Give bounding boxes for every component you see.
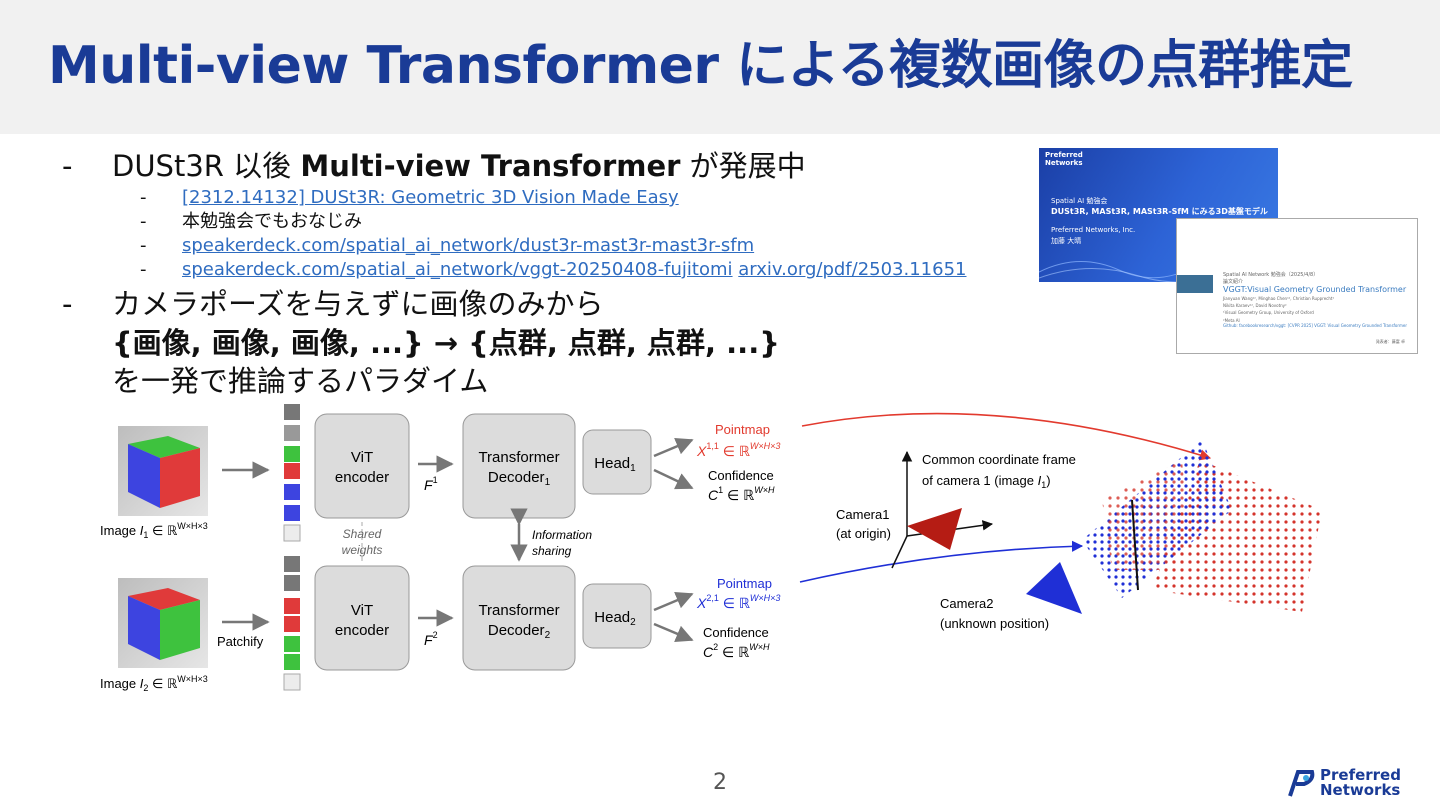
patch-tokens-1 bbox=[284, 404, 300, 541]
vit-encoder-2-label-a: ViT bbox=[351, 602, 373, 619]
decoder-1-label-a: Transformer bbox=[478, 449, 559, 466]
bullet-1: - DUSt3R 以後 Multi-view Transformer が発展中 bbox=[62, 146, 1022, 186]
vit-encoder-2-label-b: encoder bbox=[335, 622, 389, 639]
thumb2-line7: Github: facebookresearch/vggt: [CVPR 202… bbox=[1223, 323, 1407, 328]
dust3r-paper-link[interactable]: [2312.14132] DUSt3R: Geometric 3D Vision… bbox=[182, 187, 679, 208]
camera-2-frustum bbox=[1026, 562, 1082, 614]
camera-1-label-b: (at origin) bbox=[836, 526, 891, 541]
camera-2-label-b: (unknown position) bbox=[940, 616, 1049, 631]
image-1-cube bbox=[118, 426, 208, 516]
speakerdeck-vggt-link[interactable]: speakerdeck.com/spatial_ai_network/vggt-… bbox=[182, 259, 733, 280]
patch-tokens-2 bbox=[284, 556, 300, 690]
sub-bullet-dash: - bbox=[140, 234, 147, 258]
sub-bullet-4: - speakerdeck.com/spatial_ai_network/vggt… bbox=[62, 258, 1022, 282]
arrow-pointmap-2 bbox=[654, 594, 692, 610]
thumb2-line5: ¹Visual Geometry Group, University of Ox… bbox=[1223, 310, 1314, 315]
vit-encoder-1-label-a: ViT bbox=[351, 449, 373, 466]
image-2-cube bbox=[118, 578, 208, 668]
image-2-label: Image I2 ∈ ℝW×H×3 bbox=[100, 674, 208, 693]
thumb2-presenter: 発表者：藤富 卓 bbox=[1376, 339, 1405, 345]
confidence-1-label: Confidence bbox=[708, 468, 774, 483]
common-frame-label-a: Common coordinate frame bbox=[922, 452, 1076, 467]
confidence-2-formula: C2 ∈ ℝW×H bbox=[703, 642, 770, 660]
vggt-slide-thumbnail[interactable]: Spatial AI Network 勉強会（2025/4/8） 論文紹介 VG… bbox=[1176, 218, 1418, 354]
bullet-2-line2: {画像, 画像, 画像, ...} → {点群, 点群, 点群, ...} bbox=[62, 324, 1022, 362]
sub-bullet-dash: - bbox=[140, 186, 147, 210]
thumb2-line2: 論文紹介 bbox=[1223, 278, 1243, 285]
camera-1-frustum bbox=[907, 508, 962, 550]
info-sharing-label-b: sharing bbox=[532, 544, 572, 558]
pointmap-1-formula: X1,1 ∈ ℝW×H×3 bbox=[696, 441, 780, 459]
pfn-logo-text: Preferred Networks bbox=[1320, 768, 1401, 798]
thumb1-line1: Spatial AI 勉強会 bbox=[1051, 196, 1107, 206]
camera-2-label-a: Camera2 bbox=[940, 596, 993, 611]
head-2-label: Head2 bbox=[594, 609, 636, 628]
thumb1-line2: DUSt3R, MASt3R, MASt3R-SfM にみる3D基盤モデル bbox=[1051, 206, 1268, 217]
bullet-2: - カメラポーズを与えずに画像のみから bbox=[62, 284, 1022, 324]
pointmap-2-formula: X2,1 ∈ ℝW×H×3 bbox=[696, 593, 780, 611]
vit-encoder-1-label-b: encoder bbox=[335, 469, 389, 486]
image-1-label: Image I1 ∈ ℝW×H×3 bbox=[100, 521, 208, 540]
sub-bullet-1: - [2312.14132] DUSt3R: Geometric 3D Visio… bbox=[62, 186, 1022, 210]
bullet-2-line3: を一発で推論するパラダイム bbox=[62, 362, 1022, 400]
common-frame-label-b: of camera 1 (image I1) bbox=[922, 473, 1051, 490]
bullet-dash: - bbox=[62, 284, 72, 324]
thumb2-line4: Nikita Karaev¹², David Novotny² bbox=[1223, 303, 1287, 308]
camera-1-label-a: Camera1 bbox=[836, 507, 889, 522]
bullet-dash: - bbox=[62, 146, 72, 186]
decoder-1-label-b: Decoder1 bbox=[488, 469, 551, 488]
shared-label-a: Shared bbox=[343, 527, 382, 541]
page-title: Multi-view Transformer による複数画像の点群推定 bbox=[48, 28, 1353, 104]
decoder-2-label-a: Transformer bbox=[478, 602, 559, 619]
speakerdeck-dust3r-link[interactable]: speakerdeck.com/spatial_ai_network/dust3… bbox=[182, 235, 754, 256]
thumb-logo: Preferred Networks bbox=[1045, 151, 1083, 167]
pfn-logo-icon bbox=[1286, 766, 1316, 798]
bullet-1-suffix: が発展中 bbox=[680, 149, 805, 183]
preferred-networks-logo: Preferred Networks bbox=[1286, 766, 1426, 802]
sub-bullet-2-text: 本勉強会でもおなじみ bbox=[182, 211, 362, 232]
pointmap-2-label: Pointmap bbox=[717, 576, 772, 591]
bullet-1-bold: Multi-view Transformer bbox=[300, 149, 680, 183]
bullet-list: - DUSt3R 以後 Multi-view Transformer が発展中 -… bbox=[62, 146, 1022, 400]
sub-bullet-3: - speakerdeck.com/spatial_ai_network/dust… bbox=[62, 234, 1022, 258]
sub-bullet-dash: - bbox=[140, 258, 147, 282]
patchify-label: Patchify bbox=[217, 634, 264, 649]
bullet-2-line1: カメラポーズを与えずに画像のみから bbox=[112, 287, 604, 321]
confidence-2-label: Confidence bbox=[703, 625, 769, 640]
red-point-cloud-front bbox=[1102, 460, 1192, 570]
sub-bullet-dash: - bbox=[140, 210, 147, 234]
thumb2-line3: Jianyuan Wang¹², Minghao Chen¹², Christi… bbox=[1223, 296, 1334, 301]
arrow-confidence-2 bbox=[654, 624, 692, 640]
arrow-confidence-1 bbox=[654, 470, 692, 488]
arxiv-link[interactable]: arxiv.org/pdf/2503.11651 bbox=[738, 259, 966, 280]
page-number: 2 bbox=[700, 770, 740, 795]
bullet-1-prefix: DUSt3R 以後 bbox=[112, 149, 300, 183]
head-1-label: Head1 bbox=[594, 455, 636, 474]
thumb1-line3: Preferred Networks, Inc. bbox=[1051, 226, 1135, 234]
sub-bullet-2: - 本勉強会でもおなじみ bbox=[62, 210, 1022, 234]
arrow-pointmap-1 bbox=[654, 440, 692, 456]
thumb2-accent-bar bbox=[1177, 275, 1213, 293]
pointmap-1-label: Pointmap bbox=[715, 422, 770, 437]
f1-label: F1 bbox=[424, 475, 438, 493]
decoder-2-label-b: Decoder2 bbox=[488, 622, 551, 641]
thumb2-title: VGGT:Visual Geometry Grounded Transforme… bbox=[1223, 285, 1406, 294]
pfn-logo-line2: Networks bbox=[1320, 783, 1401, 798]
pointmap-2-curve bbox=[800, 546, 1082, 582]
thumb2-line1: Spatial AI Network 勉強会（2025/4/8） bbox=[1223, 271, 1318, 278]
info-sharing-label-a: Information bbox=[532, 528, 592, 542]
thumb-logo-line1: Preferred bbox=[1045, 151, 1083, 159]
f2-label: F2 bbox=[424, 630, 438, 648]
confidence-1-formula: C1 ∈ ℝW×H bbox=[708, 485, 775, 503]
dust3r-architecture-diagram: Image I1 ∈ ℝW×H×3 Image I2 ∈ ℝW×H×3 Patc… bbox=[92, 400, 1342, 700]
title-bar: Multi-view Transformer による複数画像の点群推定 bbox=[0, 0, 1440, 134]
thumb-logo-line2: Networks bbox=[1045, 159, 1083, 167]
shared-label-b: weights bbox=[342, 543, 383, 557]
vit-encoder-1 bbox=[315, 414, 409, 518]
transformer-decoder-1 bbox=[463, 414, 575, 518]
